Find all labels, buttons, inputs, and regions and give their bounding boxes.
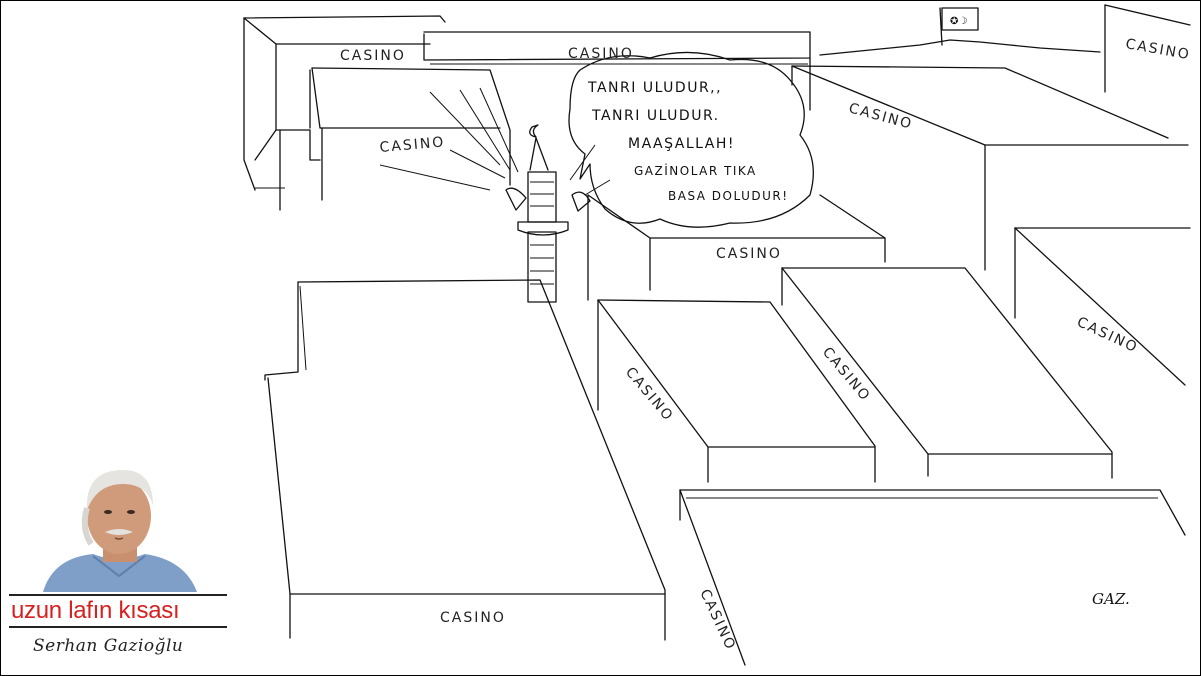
speech-bubble (568, 51, 814, 228)
author-name: Serhan Gazioğlu (33, 636, 184, 656)
author-portrait (43, 470, 197, 592)
author-box: uzun lafın kısası Serhan Gazioğlu (5, 468, 227, 672)
building-front-center (597, 299, 876, 483)
svg-text:✪☽: ✪☽ (950, 16, 967, 27)
casino-label: CASINO (847, 100, 915, 133)
building-right-top (1104, 4, 1191, 93)
light-rays (379, 87, 611, 196)
building-left-mid (309, 67, 511, 201)
building-front-right (781, 267, 1113, 479)
casino-label: CASINO (440, 610, 506, 626)
building-right-large (791, 65, 1189, 271)
building-bottom-right (679, 489, 1186, 666)
casino-label: CASINO (379, 134, 446, 156)
speech-line: MAAŞALLAH! (628, 136, 735, 152)
building-back-left (243, 15, 446, 211)
casino-label: CASINO (696, 587, 738, 653)
speech-line: TANRI ULUDUR,, (587, 80, 722, 96)
casino-label: CASINO (1124, 36, 1192, 63)
speech-line: TANRI ULUDUR. (591, 108, 720, 124)
minaret (505, 124, 591, 303)
building-right-side (1014, 227, 1191, 386)
speech-line: GAZİNOLAR TIKA (634, 163, 757, 178)
artist-signature: GAZ. (1092, 590, 1130, 608)
flag-hill: ✪☽ (819, 7, 1101, 56)
speech-line: BASA DOLUDUR! (668, 189, 789, 203)
building-back-center (423, 31, 811, 111)
building-center-mid (587, 194, 886, 301)
column-title: uzun lafın kısası (9, 594, 227, 628)
building-front-left (264, 279, 666, 641)
casino-label: CASINO (340, 48, 406, 64)
casino-label: CASINO (716, 246, 782, 262)
casino-label: CASINO (568, 46, 634, 62)
